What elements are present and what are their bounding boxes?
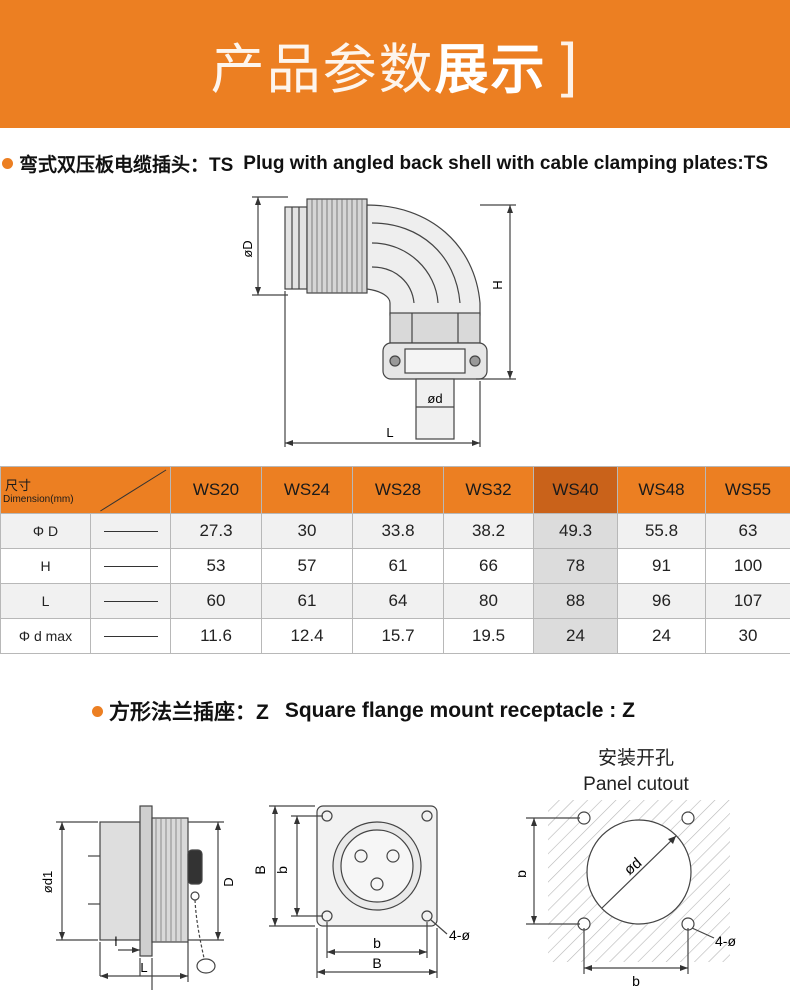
table-cell: 61 <box>261 583 353 619</box>
table-cell: 57 <box>261 548 353 584</box>
label-phi-d: ød <box>427 391 442 406</box>
label-B-horizontal: B <box>372 955 381 971</box>
table-cell: 64 <box>352 583 444 619</box>
label-D: D <box>221 877 236 886</box>
label-b-horizontal: b <box>373 935 381 951</box>
table-cell: 80 <box>443 583 534 619</box>
corner-label-cn: 尺寸 <box>5 478 32 493</box>
table-cell: 24 <box>617 618 706 654</box>
table-row: H 53 57 61 66 78 91 100 <box>0 548 790 584</box>
table-cell: 27.3 <box>170 513 262 549</box>
corner-diagonal <box>100 469 167 512</box>
label-l: l <box>115 934 118 949</box>
cutout-label-b-vertical: b <box>518 870 529 878</box>
table-row: L 60 61 64 80 88 96 107 <box>0 583 790 619</box>
table-cell: 12.4 <box>261 618 353 654</box>
row-label: Φ D <box>0 513 91 549</box>
table-corner-cell: 尺寸 Dimension(mm) <box>0 466 171 514</box>
label-phi-D: øD <box>240 240 255 257</box>
table-cell: 91 <box>617 548 706 584</box>
table-cell: 55.8 <box>617 513 706 549</box>
cutout-title-cn: 安装开孔 <box>598 747 674 769</box>
table-col-header: WS20 <box>170 466 262 514</box>
label-H: H <box>490 280 505 289</box>
table-col-header: WS28 <box>352 466 444 514</box>
dimension-table: 尺寸 Dimension(mm) WS20 WS24 WS28 WS32 WS4… <box>0 466 790 654</box>
label-L: L <box>140 960 147 975</box>
table-cell: 107 <box>705 583 790 619</box>
table-cell: 66 <box>443 548 534 584</box>
label-phi-d1: ød1 <box>40 871 55 893</box>
table-row: Φ d max 11.6 12.4 15.7 19.5 24 24 30 <box>0 618 790 654</box>
row-label: H <box>0 548 91 584</box>
table-cell: 100 <box>705 548 790 584</box>
row-label: Φ d max <box>0 618 91 654</box>
table-cell: 49.3 <box>533 513 618 549</box>
row-dash <box>90 618 171 654</box>
row-dash <box>90 513 171 549</box>
table-cell: 30 <box>705 618 790 654</box>
section2-title-en: Square flange mount receptacle : Z <box>284 699 635 722</box>
table-cell: 30 <box>261 513 353 549</box>
panel-cutout-diagram: 安装开孔 Panel cutout b b ød 4-ø <box>518 747 736 989</box>
section2-title-cn: 方形法兰插座：Z <box>109 701 269 724</box>
table-cell: 38.2 <box>443 513 534 549</box>
section1-title-en: Plug with angled back shell with cable c… <box>243 152 768 174</box>
receptacle-front-view: B b b B 4-ø <box>255 805 470 978</box>
label-L: L <box>386 425 393 440</box>
section1-title-cn: 弯式双压板电缆插头：TS <box>19 155 234 176</box>
banner-bracket: ] <box>560 30 580 98</box>
table-cell: 78 <box>533 548 618 584</box>
banner-title: 产品参数 展示 ] <box>211 25 580 104</box>
section2-title: 方形法兰插座：Z Square flange mount receptacle … <box>92 696 635 726</box>
table-cell: 11.6 <box>170 618 262 654</box>
table-row: Φ D 27.3 30 33.8 38.2 49.3 55.8 63 <box>0 513 790 549</box>
row-dash <box>90 548 171 584</box>
table-cell: 63 <box>705 513 790 549</box>
table-col-header: WS24 <box>261 466 353 514</box>
banner-title-light: 产品参数 <box>210 37 435 101</box>
row-label: L <box>0 583 91 619</box>
table-cell: 96 <box>617 583 706 619</box>
table-header-row: 尺寸 Dimension(mm) WS20 WS24 WS28 WS32 WS4… <box>0 466 790 514</box>
table-cell: 15.7 <box>352 618 444 654</box>
table-cell: 19.5 <box>443 618 534 654</box>
banner-title-bold: 展示 <box>434 39 547 100</box>
section1-title: 弯式双压板电缆插头：TS Plug with angled back shell… <box>2 150 768 177</box>
table-col-header: WS32 <box>443 466 534 514</box>
label-B-vertical: B <box>255 865 268 874</box>
cutout-label-holes: 4-ø <box>715 933 736 949</box>
bullet-dot-icon <box>2 158 13 169</box>
label-holes: 4-ø <box>449 927 470 943</box>
row-dash <box>90 583 171 619</box>
table-cell: 88 <box>533 583 618 619</box>
table-col-header-highlight: WS40 <box>533 466 618 514</box>
label-b-vertical: b <box>274 866 290 874</box>
table-cell: 53 <box>170 548 262 584</box>
header-banner: 产品参数 展示 ] <box>0 0 790 128</box>
table-col-header: WS55 <box>705 466 790 514</box>
corner-label-en: Dimension(mm) <box>3 494 74 505</box>
receptacle-side-view: ød1 D l L <box>40 805 236 990</box>
cutout-label-b-horizontal: b <box>632 973 640 989</box>
table-cell: 24 <box>533 618 618 654</box>
table-col-header: WS48 <box>617 466 706 514</box>
cutout-title-en: Panel cutout <box>583 774 689 795</box>
table-cell: 60 <box>170 583 262 619</box>
bullet-dot-icon <box>92 705 103 717</box>
table-cell: 33.8 <box>352 513 444 549</box>
angled-plug-diagram: øD H ød L <box>240 196 516 447</box>
table-cell: 61 <box>352 548 444 584</box>
